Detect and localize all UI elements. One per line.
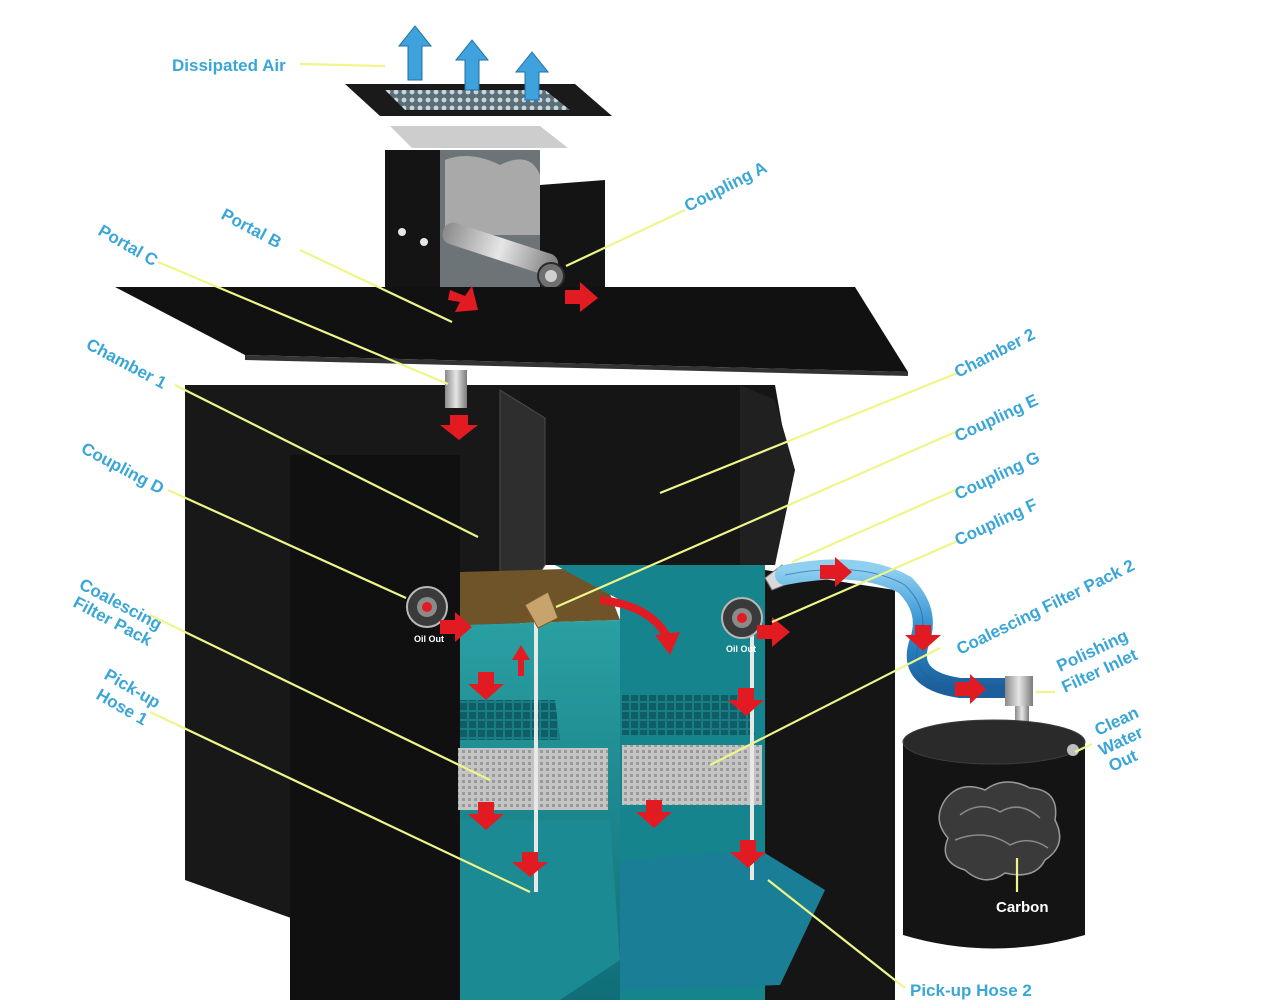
main-tank xyxy=(185,385,895,1000)
label-portal-c: Portal C xyxy=(95,221,161,270)
label-carbon: Carbon xyxy=(996,899,1049,916)
label-pickup-hose-2: Pick-up Hose 2 xyxy=(910,981,1032,1000)
portal-c-pipe xyxy=(445,370,467,408)
lid-plate xyxy=(115,287,908,372)
label-coupling-e: Coupling E xyxy=(952,390,1041,445)
polishing-filter-drum xyxy=(902,676,1086,949)
grate-1 xyxy=(460,700,560,740)
label-portal-b: Portal B xyxy=(218,205,284,252)
coalescing-filter-pack-1 xyxy=(458,748,608,810)
flow-arrows xyxy=(440,282,986,877)
label-coupling-a: Coupling A xyxy=(681,158,770,216)
label-coupling-d: Coupling D xyxy=(78,439,167,498)
label-chamber-1: Chamber 1 xyxy=(83,335,170,393)
coalescing-filter-pack-2 xyxy=(622,745,762,805)
chamber-1-baffle xyxy=(499,389,546,596)
carbon-cluster xyxy=(938,781,1061,881)
label-dissipated-air: Dissipated Air xyxy=(172,56,286,75)
skimmer-plate xyxy=(524,591,559,629)
coupling-f: Oil Out xyxy=(721,597,763,654)
label-coupling-f: Coupling F xyxy=(952,495,1040,550)
air-arrow-icon xyxy=(397,25,550,101)
oil-out-label-2: Oil Out xyxy=(726,644,756,654)
leader-lines xyxy=(149,62,1093,989)
vent-grille xyxy=(345,84,612,148)
coupling-d: Oil Out xyxy=(406,586,448,644)
oil-out-label-1: Oil Out xyxy=(414,634,444,644)
lid-edge xyxy=(245,355,908,376)
grate-2 xyxy=(622,695,755,735)
label-chamber-2: Chamber 2 xyxy=(951,325,1038,382)
chamber-1-lower-fill xyxy=(460,820,620,1000)
